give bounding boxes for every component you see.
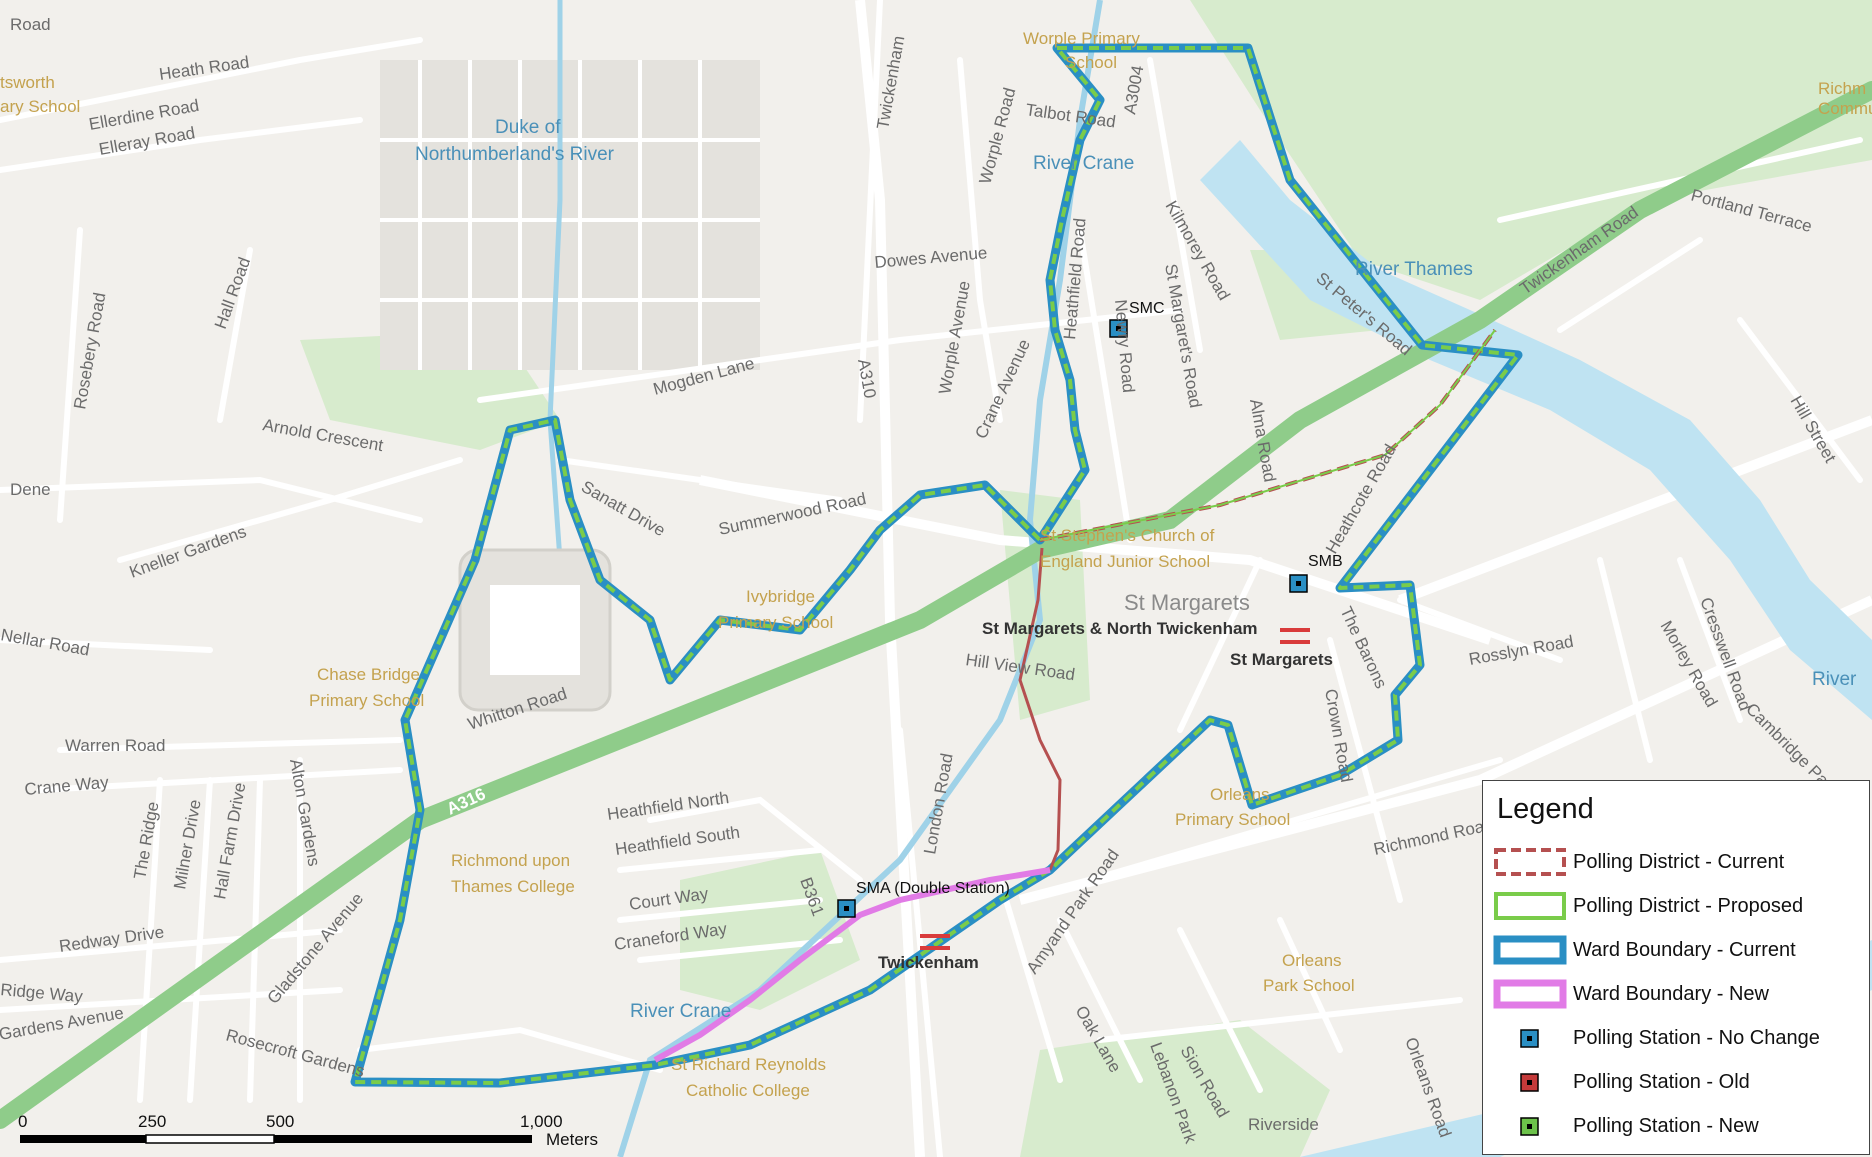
district-proposed bbox=[353, 46, 1520, 1085]
stadium bbox=[458, 548, 612, 712]
works-block bbox=[380, 60, 760, 370]
legend-label: Polling Station - New bbox=[1573, 1115, 1759, 1137]
river-crane bbox=[617, 0, 1103, 1157]
water-label: River Crane bbox=[1033, 153, 1134, 174]
poi-label: School bbox=[1065, 53, 1117, 72]
road-label: Dene bbox=[10, 480, 51, 499]
legend-item-ward-new: Ward Boundary - New bbox=[1483, 973, 1869, 1013]
place-label: St Margarets bbox=[1124, 590, 1250, 615]
place-label: St Margarets bbox=[1230, 650, 1333, 669]
legend-label: Polling District - Current bbox=[1573, 851, 1785, 873]
district-label: St Margarets & North Twickenham bbox=[982, 619, 1258, 638]
scale-tick-label: 0 bbox=[18, 1112, 28, 1131]
river-thames bbox=[1200, 140, 1872, 720]
poi-label: ary School bbox=[0, 97, 80, 116]
poi-label: Orleans bbox=[1282, 951, 1342, 970]
district-old-line bbox=[1018, 547, 1062, 871]
poi-label: St Stephen's Church of bbox=[1040, 526, 1215, 545]
legend: Legend Polling District - Current Pollin… bbox=[1482, 780, 1870, 1155]
poi-label: tsworth bbox=[0, 73, 55, 92]
pink-outline-swatch-icon bbox=[1493, 979, 1567, 1009]
poi-label: Richm bbox=[1818, 79, 1866, 98]
poi-label: England Junior School bbox=[1040, 552, 1210, 571]
station-label-sma: SMA (Double Station) bbox=[856, 880, 1010, 897]
red-square-icon bbox=[1520, 1073, 1539, 1092]
road-label: Warren Road bbox=[65, 736, 165, 755]
poi-label: Park School bbox=[1263, 976, 1355, 995]
green-outline-swatch-icon bbox=[1494, 892, 1566, 920]
polling-station-sma[interactable]: SMA (Double Station) bbox=[837, 880, 1010, 918]
poi-labels: Worple Primary School Chase Bridge Prima… bbox=[0, 29, 1872, 1100]
legend-item-station-no-change: Polling Station - No Change bbox=[1483, 1017, 1869, 1057]
water-label: Duke of bbox=[495, 117, 561, 138]
legend-title: Legend bbox=[1497, 793, 1594, 825]
district-split-line-proposed bbox=[1039, 329, 1496, 541]
poi-label: Catholic College bbox=[686, 1081, 810, 1100]
legend-label: Ward Boundary - Current bbox=[1573, 939, 1796, 961]
scale-bar-graphic bbox=[20, 1134, 532, 1144]
legend-item-ward-current: Ward Boundary - Current bbox=[1483, 929, 1869, 969]
scale-bar: 0 250 500 1,000 Meters bbox=[18, 1112, 598, 1156]
road-label: Riverside bbox=[1248, 1115, 1319, 1134]
polling-station-smc[interactable]: SMC bbox=[1109, 300, 1165, 338]
legend-label: Polling District - Proposed bbox=[1573, 895, 1804, 917]
poi-label: Primary School bbox=[309, 691, 424, 710]
poi-label: Orleans bbox=[1210, 785, 1270, 804]
duke-river bbox=[547, 0, 563, 561]
station-label-smc: SMC bbox=[1129, 300, 1165, 317]
legend-item-station-old: Polling Station - Old bbox=[1483, 1061, 1869, 1101]
poi-label: Primary School bbox=[718, 613, 833, 632]
dashed-red-swatch-icon bbox=[1494, 848, 1566, 876]
scale-tick-label: 1,000 bbox=[520, 1112, 563, 1131]
green-square-icon bbox=[1520, 1117, 1539, 1136]
secondary-roads bbox=[699, 0, 1872, 1157]
legend-item-station-new: Polling Station - New bbox=[1483, 1105, 1869, 1145]
rail-station-icon bbox=[920, 628, 1310, 950]
ward-boundary-new bbox=[653, 867, 1051, 1063]
legend-label: Ward Boundary - New bbox=[1573, 983, 1769, 1005]
water-labels: Duke of Northumberland's River River Cra… bbox=[415, 117, 1857, 1022]
poi-label: Primary School bbox=[1175, 810, 1290, 829]
poi-label: Ivybridge bbox=[746, 587, 815, 606]
legend-label: Polling Station - No Change bbox=[1573, 1027, 1820, 1049]
polling-station-smb[interactable]: SMB bbox=[1289, 553, 1343, 593]
scale-tick-label: 500 bbox=[266, 1112, 295, 1131]
poi-label: Thames College bbox=[451, 877, 575, 896]
legend-item-district-proposed: Polling District - Proposed bbox=[1483, 885, 1869, 925]
scale-tick-label: 250 bbox=[138, 1112, 167, 1131]
road-label: Road bbox=[10, 15, 51, 34]
works-grid bbox=[380, 60, 760, 370]
water-label: River Thames bbox=[1355, 259, 1473, 280]
station-label-smb: SMB bbox=[1308, 553, 1343, 570]
water-label: Northumberland's River bbox=[415, 144, 615, 165]
water-label: River bbox=[1812, 669, 1857, 690]
scale-unit-label: Meters bbox=[546, 1130, 598, 1149]
poi-label: Worple Primary bbox=[1023, 29, 1140, 48]
place-label: Twickenham bbox=[878, 953, 979, 972]
blue-square-icon bbox=[1520, 1029, 1539, 1048]
blue-outline-swatch-icon bbox=[1493, 935, 1567, 965]
water-label: River Crane bbox=[630, 1001, 731, 1022]
poi-label: St Richard Reynolds bbox=[671, 1055, 826, 1074]
poi-label: Richmond upon bbox=[451, 851, 570, 870]
poi-label: Chase Bridge bbox=[317, 665, 420, 684]
place-labels: St Margarets Twickenham St Margarets bbox=[878, 590, 1333, 972]
legend-label: Polling Station - Old bbox=[1573, 1071, 1750, 1093]
a316-road bbox=[0, 81, 1872, 1129]
poi-label: Commu bbox=[1818, 99, 1872, 118]
legend-item-district-current: Polling District - Current bbox=[1483, 841, 1869, 881]
